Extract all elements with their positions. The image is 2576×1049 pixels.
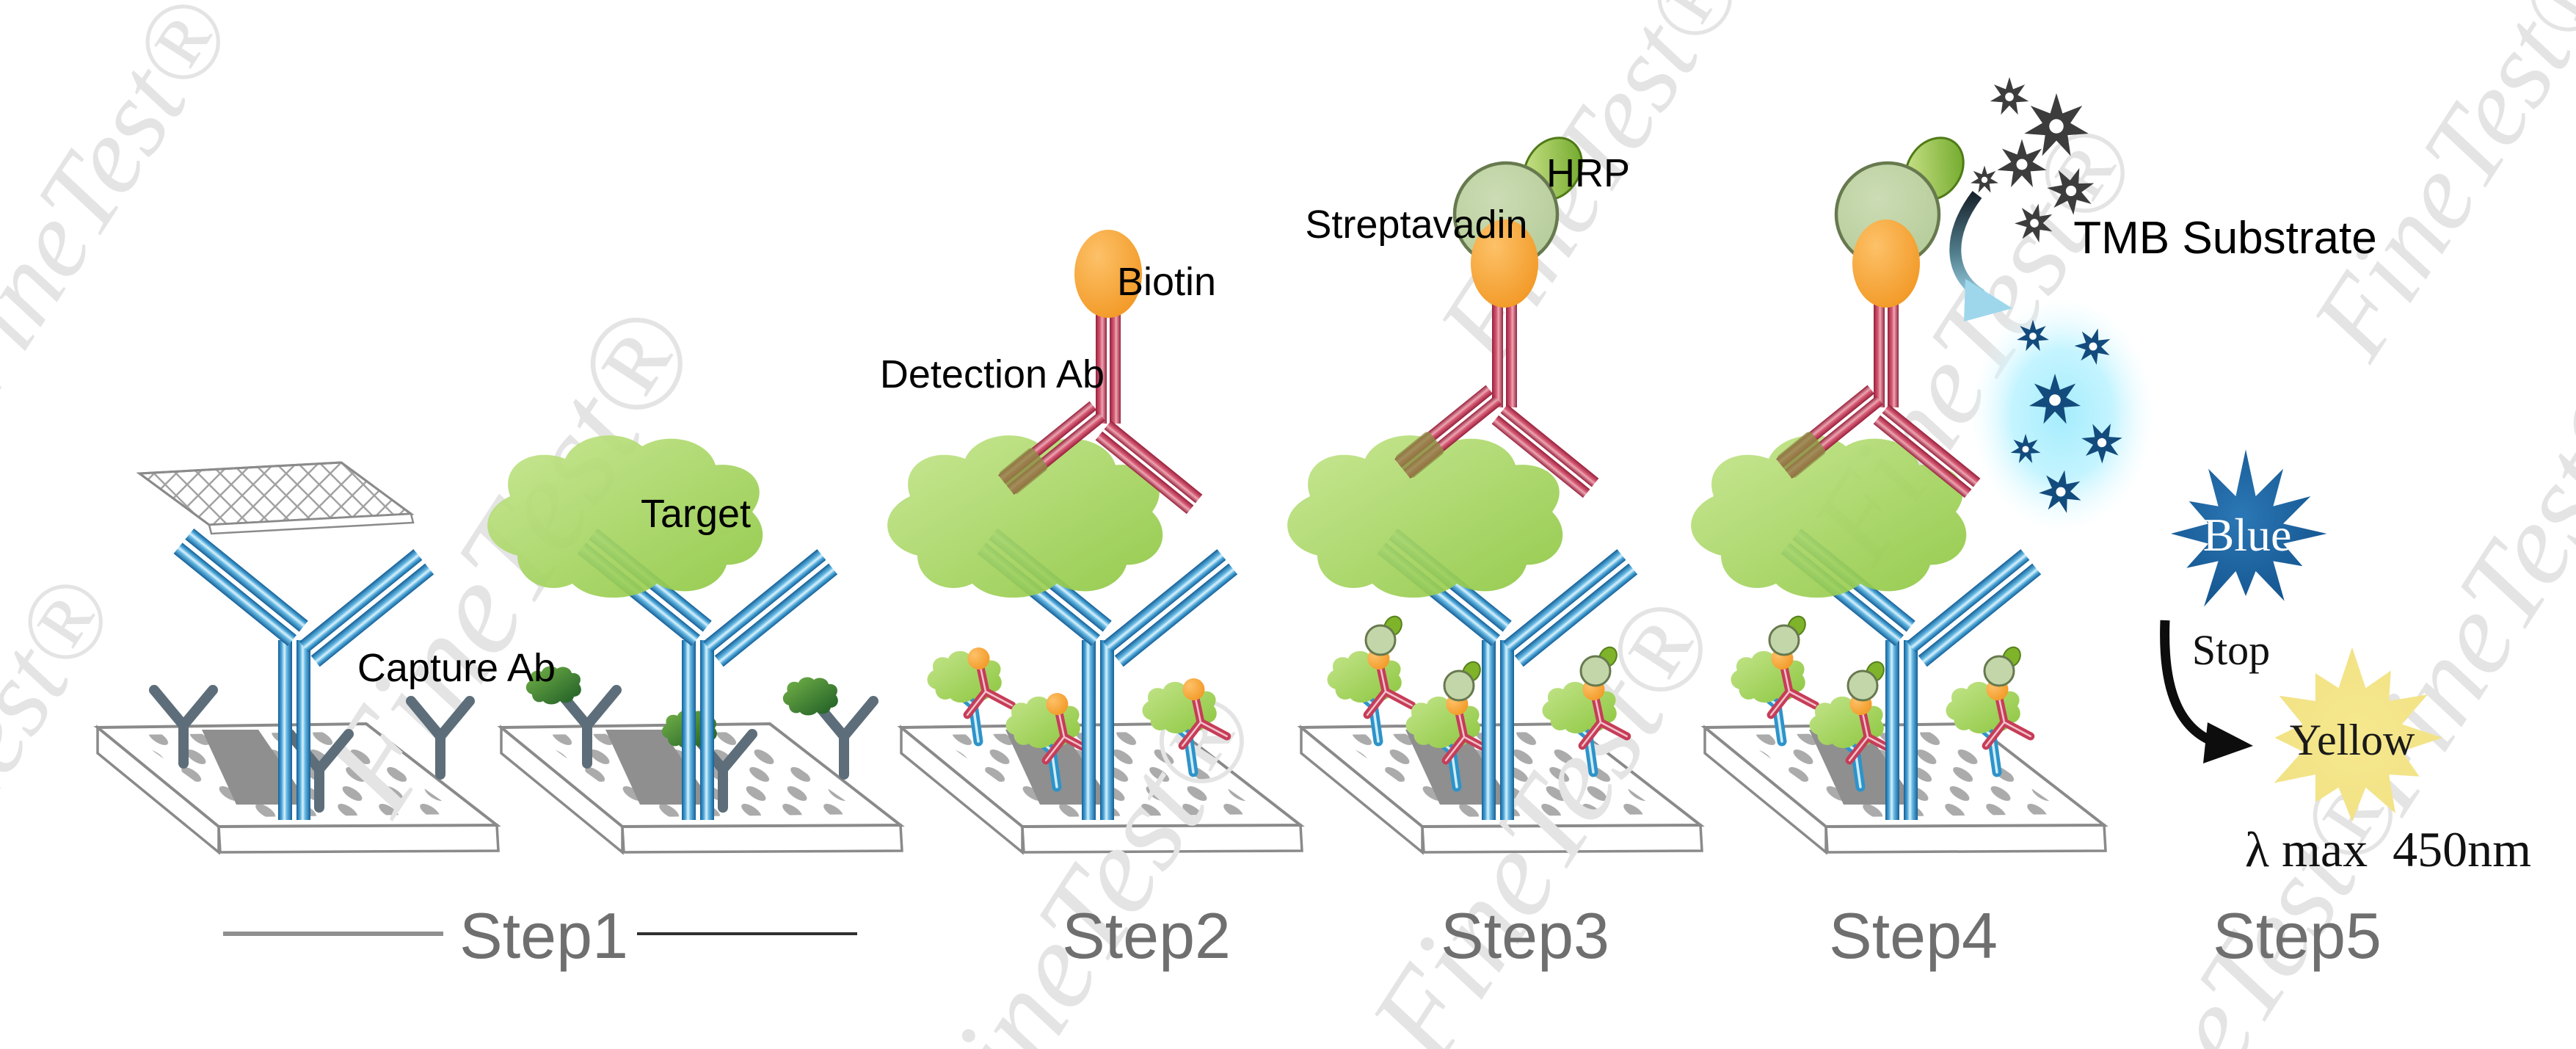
panel-step5-readout: Blue Stop Yellow λ max 450nm: [2160, 449, 2531, 877]
panel-step3-streptavidin: [1287, 126, 1637, 820]
step-captions: Step1 Step2 Step3 Step4 Step5: [223, 899, 2382, 972]
capture-ab-label: Capture Ab: [357, 646, 556, 690]
yellow-color-burst: [2274, 647, 2443, 822]
arrow-head-icon: [1964, 279, 2012, 322]
yellow-result-label: Yellow: [2290, 716, 2415, 764]
streptavadin-label: Streptavadin: [1305, 203, 1527, 247]
tmb-substrate-label: TMB Substrate: [2073, 213, 2376, 264]
detection-ab-label: Detection Ab: [880, 352, 1105, 396]
mesh-coating-plate: [136, 461, 415, 535]
biotin-label: Biotin: [1117, 260, 1216, 304]
panel-step4-substrate: [1691, 126, 2041, 820]
biotin-molecule: [1852, 219, 1920, 308]
panel-step2-detection: [887, 230, 1237, 820]
biotin-molecule: [1471, 219, 1538, 308]
annotation-labels: Capture Ab Target Detection Ab Biotin St…: [357, 151, 2377, 690]
stop-arrow: [2160, 620, 2253, 763]
step3-label: Step3: [1441, 899, 1609, 972]
step2-label: Step2: [1062, 899, 1231, 972]
wavelength-label: λ max 450nm: [2245, 821, 2531, 877]
hrp-label: HRP: [1546, 151, 1630, 195]
step5-label: Step5: [2213, 899, 2382, 972]
biotin-molecule: [1074, 230, 1142, 318]
step4-label: Step4: [1829, 899, 1998, 972]
blue-color-burst: [2171, 449, 2327, 607]
target-label: Target: [641, 492, 751, 536]
step1-label: Step1: [459, 899, 628, 972]
reaction-arrow: [1949, 191, 2012, 322]
arrow-head-icon: [2203, 722, 2253, 763]
blue-result-label: Blue: [2203, 509, 2292, 561]
stop-label: Stop: [2192, 626, 2270, 674]
